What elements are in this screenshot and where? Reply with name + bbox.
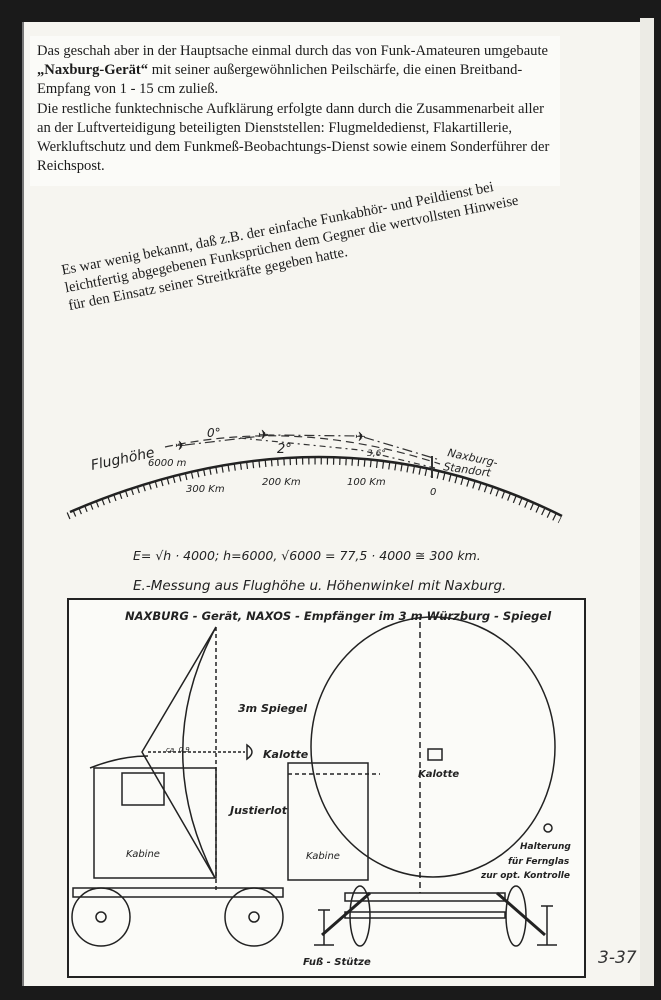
- aircraft-icons: ✈ ✈ ✈: [175, 428, 366, 454]
- sight-lines: [164, 434, 441, 478]
- svg-text:✈: ✈: [175, 439, 186, 454]
- label-halterung: zur opt. Kontrolle: [480, 871, 570, 881]
- distance-0: 0: [430, 487, 436, 498]
- label-fuss-stuetze: Fuß - Stütze: [303, 957, 371, 968]
- right-trailer: [287, 616, 557, 947]
- paragraph-naxburg: Das geschah aber in der Hauptsache einma…: [37, 43, 549, 97]
- pasted-clipping: [30, 36, 560, 186]
- paper-edge: [640, 18, 654, 986]
- device-title: NAXBURG - Gerät, NAXOS - Empfänger im 3 …: [125, 609, 552, 623]
- label-halterung: Halterung: [520, 842, 571, 852]
- formula: E= √h · 4000; h=6000, √6000 = 77,5 · 400…: [133, 548, 481, 563]
- angle-2: 2°: [277, 442, 292, 457]
- device-diagram-frame: [67, 598, 586, 978]
- distance-100: 100 Km: [347, 477, 386, 488]
- label-mirror: 3m Spiegel: [238, 702, 307, 715]
- distance-200: 200 Km: [262, 477, 301, 488]
- svg-text:✈: ✈: [355, 430, 366, 445]
- label-distance: ca. 0,9: [166, 746, 190, 754]
- label-kabine-left: Kabine: [126, 849, 160, 860]
- page-binding-edge: [22, 22, 34, 986]
- angle-0: 0°: [207, 426, 221, 440]
- label-justierlot: Justierlot: [228, 804, 288, 817]
- range-caption: E.-Messung aus Flughöhe u. Höhenwinkel m…: [133, 578, 506, 594]
- distance-300: 300 Km: [186, 484, 225, 495]
- label-kabine-right: Kabine: [306, 851, 340, 862]
- label-flughoehe: Flughöhe: [90, 445, 157, 474]
- left-trailer: [71, 626, 284, 947]
- angle-3-6: 3,6°: [367, 449, 386, 459]
- label-kalotte-right: Kalotte: [418, 769, 459, 780]
- earth-curve: [66, 455, 563, 524]
- label-height: 6000 m: [148, 458, 187, 469]
- paragraph-aufklaerung: Die restliche funktechnische Aufklärung …: [37, 101, 550, 174]
- page-number: 3-37: [598, 948, 637, 968]
- label-kalotte-left: Kalotte: [263, 748, 309, 761]
- svg-text:✈: ✈: [258, 428, 269, 443]
- label-halterung: für Fernglas: [508, 857, 570, 867]
